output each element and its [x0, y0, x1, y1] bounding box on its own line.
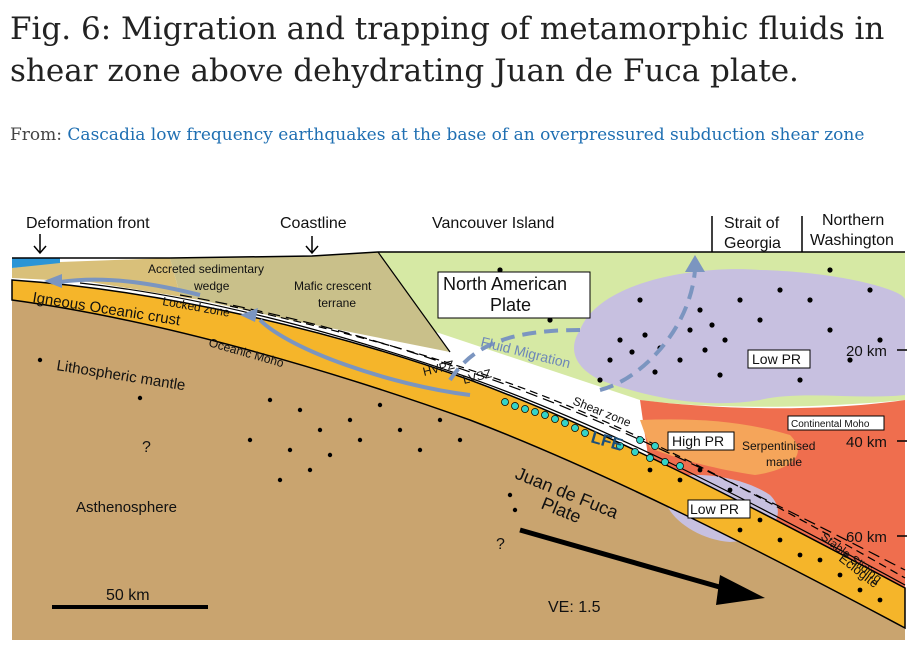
depth-20-label: 20 km [846, 343, 887, 360]
scale-bar [52, 605, 208, 609]
northern-label-line2: Washington [810, 232, 894, 249]
mafic-terrane-label-line2: terrane [318, 296, 356, 310]
deformation-front-label: Deformation front [26, 215, 150, 232]
depth-40-label: 40 km [846, 434, 887, 451]
depth-60-label: 60 km [846, 529, 887, 546]
from-line: From: Cascadia low frequency earthquakes… [10, 118, 910, 152]
coastline-label: Coastline [280, 215, 347, 232]
low-pr-upper-label: Low PR [752, 351, 801, 367]
mafic-terrane-label-line1: Mafic crescent [294, 279, 372, 293]
question-mark-upper: ? [142, 439, 151, 456]
scale-bar-label: 50 km [106, 587, 150, 604]
northern-label-line1: Northern [822, 212, 884, 229]
vancouver-island-label: Vancouver Island [432, 215, 554, 232]
source-article-link[interactable]: Cascadia low frequency earthquakes at th… [67, 125, 864, 145]
asthenosphere-label: Asthenosphere [76, 499, 177, 516]
north-american-label-line2: Plate [490, 295, 531, 315]
serpentinised-label-line1: Serpentinised [742, 439, 815, 453]
accreted-wedge-label-line2: wedge [193, 279, 230, 293]
subduction-diagram: Deformation front Coastline Vancouver Is… [0, 196, 920, 651]
accreted-wedge-label-line1: Accreted sedimentary [148, 262, 264, 276]
low-pr-lower-label: Low PR [690, 501, 739, 517]
high-pr-label: High PR [672, 433, 724, 449]
continental-moho-label: Continental Moho [791, 419, 870, 430]
serpentinised-label-line2: mantle [766, 455, 802, 469]
figure-title: Fig. 6: Migration and trapping of metamo… [10, 8, 910, 92]
strait-label-line1: Strait of [724, 215, 780, 232]
north-american-label-line1: North American [443, 274, 567, 294]
strait-label-line2: Georgia [724, 235, 781, 252]
from-prefix: From: [10, 125, 62, 145]
vertical-exaggeration-label: VE: 1.5 [548, 599, 601, 616]
question-mark-lower: ? [496, 536, 505, 553]
